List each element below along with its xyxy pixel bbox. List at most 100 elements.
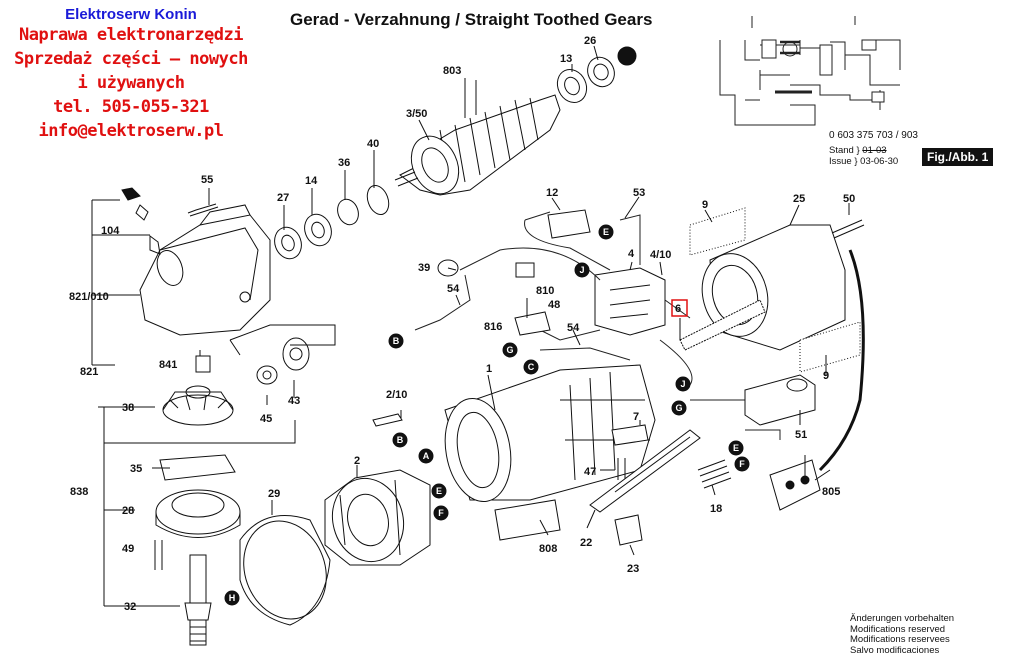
label-49: 49 xyxy=(122,543,134,555)
brush-holder-816 xyxy=(514,311,551,336)
spindle-32 xyxy=(184,554,212,646)
label-50: 50 xyxy=(843,193,855,205)
label-55: 55 xyxy=(201,174,213,186)
label-45: 45 xyxy=(260,413,272,425)
svg-text:F: F xyxy=(739,459,745,469)
note-de: Änderungen vorbehalten xyxy=(850,613,955,624)
label-9-a: 9 xyxy=(702,199,708,211)
gear-27 xyxy=(274,226,302,260)
clip-2-10 xyxy=(372,413,403,427)
label-4: 4 xyxy=(628,248,635,260)
shop-line-sale: Sprzedaż części – nowych xyxy=(14,49,248,69)
marker-e-1: E xyxy=(598,224,614,240)
armature-803 xyxy=(394,94,561,196)
label-808: 808 xyxy=(539,543,557,555)
label-36: 36 xyxy=(338,157,350,169)
screw-47 xyxy=(617,458,626,480)
label-27: 27 xyxy=(277,192,289,204)
label-9-b: 9 xyxy=(823,370,829,382)
modification-notes: Änderungen vorbehalten Modifications res… xyxy=(850,613,955,656)
gasket-35 xyxy=(159,454,236,481)
shop-email: info@elektroserw.pl xyxy=(38,121,224,141)
label-1: 1 xyxy=(486,363,492,375)
label-51: 51 xyxy=(795,429,807,441)
marker-f-2: F xyxy=(433,505,449,521)
label-2: 2 xyxy=(354,455,360,467)
marker-e-2: E xyxy=(728,440,744,456)
nut-43 xyxy=(282,337,310,371)
screw-49 xyxy=(154,540,163,570)
svg-text:C: C xyxy=(528,362,535,372)
svg-text:J: J xyxy=(579,265,584,275)
bevel-gear-38 xyxy=(162,385,234,426)
marker-c: C xyxy=(523,359,539,375)
guard-29 xyxy=(239,515,331,626)
label-6: 6 xyxy=(675,303,681,315)
bracket-838 xyxy=(98,406,296,607)
doc-number: 0 603 375 703 / 903 xyxy=(829,130,918,141)
svg-text:J: J xyxy=(680,379,685,389)
svg-text:E: E xyxy=(436,486,442,496)
label-54-a: 54 xyxy=(447,283,460,295)
label-40: 40 xyxy=(367,138,379,150)
diagram-title: Gerad - Verzahnung / Straight Toothed Ge… xyxy=(290,10,653,29)
marker-g-2: G xyxy=(671,400,687,416)
svg-text:E: E xyxy=(603,227,609,237)
label-39: 39 xyxy=(418,262,430,274)
svg-text:E: E xyxy=(733,443,739,453)
label-841: 841 xyxy=(159,359,177,371)
connection-markers: B G C J E J G E F B A E F H xyxy=(224,224,750,606)
marker-h: H xyxy=(224,590,240,606)
capacitor-12 xyxy=(547,209,591,239)
label-32: 32 xyxy=(124,601,136,613)
label-38: 38 xyxy=(122,402,134,414)
ring-36 xyxy=(337,198,359,226)
note-en: Modifications reserved xyxy=(850,623,946,635)
label-838: 838 xyxy=(70,486,88,498)
stand-issue: Stand } 01-03 Issue } 03-06-30 xyxy=(829,145,899,167)
cable-805 xyxy=(769,249,865,511)
shop-stamp: Elektroserw Konin Naprawa elektronarzędz… xyxy=(0,0,262,143)
label-18: 18 xyxy=(710,503,722,515)
label-28: 28 xyxy=(122,505,134,517)
screw-55 xyxy=(187,203,219,217)
bearing-cap-26 xyxy=(587,46,637,88)
housing-808 xyxy=(494,499,561,541)
label-53: 53 xyxy=(633,187,645,199)
gear-housing-821 xyxy=(121,187,271,336)
label-4-10: 4/10 xyxy=(650,249,671,261)
figure-badge: Fig./Abb. 1 xyxy=(922,148,994,166)
switch-module-51 xyxy=(744,374,816,426)
nut-45 xyxy=(256,365,278,385)
svg-text:A: A xyxy=(423,451,430,461)
label-47: 47 xyxy=(584,466,596,478)
label-23: 23 xyxy=(627,563,639,575)
marker-e-3: E xyxy=(431,483,447,499)
field-coil-2 xyxy=(324,469,431,566)
label-26: 26 xyxy=(584,35,596,47)
note-es: Salvo modificaciones xyxy=(850,644,940,656)
stand-old: 01-03 xyxy=(862,145,887,156)
marker-g-1: G xyxy=(502,342,518,358)
label-805: 805 xyxy=(822,486,840,498)
label-816: 816 xyxy=(484,321,502,333)
part-labels: 803 13 26 3/50 40 36 55 27 14 104 821/01… xyxy=(69,35,855,613)
label-12: 12 xyxy=(546,187,558,199)
highlight-box-6 xyxy=(671,299,688,317)
label-810: 810 xyxy=(536,285,554,297)
bolt-841 xyxy=(195,355,211,373)
marker-a: A xyxy=(418,448,434,464)
marker-f-1: F xyxy=(734,456,750,472)
slide-switch-7 xyxy=(611,424,649,446)
label-104: 104 xyxy=(101,225,120,237)
label-25: 25 xyxy=(793,193,805,205)
svg-text:F: F xyxy=(438,508,444,518)
bracket-45-43 xyxy=(229,324,336,356)
label-48: 48 xyxy=(548,299,560,311)
label-2-10: 2/10 xyxy=(386,389,407,401)
stand-new: 03-06-30 xyxy=(860,156,899,167)
screw-50 xyxy=(831,219,865,239)
switch-rod-22 xyxy=(589,429,701,513)
stand-label: Stand xyxy=(829,145,854,156)
